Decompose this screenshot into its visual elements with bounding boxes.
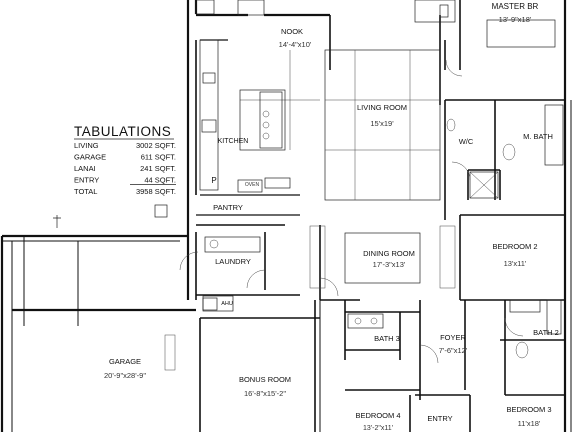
room-name-bedroom-3: BEDROOM 3 (506, 405, 551, 414)
tabulation-label: GARAGE (74, 153, 106, 162)
room-dim-dining-room: 17'-3"x13' (373, 260, 406, 269)
tabulation-value: 241 SQFT. (140, 164, 176, 173)
tabulation-value: 3002 SQFT. (136, 141, 176, 150)
room-name-dining-room: DINING ROOM (363, 249, 415, 258)
room-name-kitchen: KITCHEN (218, 138, 249, 145)
room-name-entry: ENTRY (427, 414, 452, 423)
room-dim-foyer: 7'-6"x12' (439, 346, 468, 355)
room-name-garage: GARAGE (109, 357, 141, 366)
room-name-bath-3: BATH 3 (374, 334, 400, 343)
label-ahu: AHU (221, 301, 233, 307)
room-name-bedroom-2: BEDROOM 2 (492, 242, 537, 251)
room-dim-garage: 20'-9"x28'-9" (104, 371, 146, 380)
label-oven: OVEN (245, 182, 260, 188)
room-name-wic: W/C (459, 137, 474, 146)
room-name-bedroom-4: BEDROOM 4 (355, 411, 400, 420)
room-name-m-bath: M. BATH (523, 132, 553, 141)
room-labels: MASTER BR 13'-9"x18' NOOK 14'-4"x10' LIV… (104, 2, 559, 432)
room-dim-bedroom-2: 13'x11' (504, 259, 527, 268)
tabulation-value: 44 SQFT. (144, 176, 176, 185)
room-dim-bonus-room: 16'-8"x15'-2" (244, 389, 286, 398)
tabulation-label: TOTAL (74, 187, 97, 196)
tabulation-label: LANAI (74, 164, 96, 173)
room-name-pantry: PANTRY (213, 203, 243, 212)
tabulation-value: 3958 SQFT. (136, 187, 176, 196)
tabulation-label: ENTRY (74, 176, 99, 185)
room-name-pantry-p: P (211, 176, 216, 185)
room-name-living-room: LIVING ROOM (357, 103, 407, 112)
room-dim-nook: 14'-4"x10' (279, 40, 312, 49)
tabulation-label: LIVING (74, 141, 99, 150)
tabulations-title: TABULATIONS (74, 124, 171, 139)
tabulation-value: 611 SQFT. (141, 153, 176, 162)
interior-walls (195, 0, 565, 432)
room-name-nook: NOOK (281, 27, 303, 36)
tabulations-block: TABULATIONS LIVING 3002 SQFT. GARAGE 611 SQ… (74, 124, 176, 196)
room-dim-bedroom-4: 13'-2"x11' (363, 425, 393, 432)
room-dim-master-br: 13'-9"x18' (499, 15, 532, 24)
room-dim-bedroom-3: 11'x18' (518, 419, 541, 428)
room-name-bath-2: BATH 2 (533, 328, 559, 337)
fixtures (53, 0, 564, 371)
room-name-master-br: MASTER BR (492, 2, 539, 11)
room-name-laundry: LAUNDRY (215, 257, 251, 266)
room-name-foyer: FOYER (440, 333, 466, 342)
room-dim-living-room: 15'x19' (370, 119, 394, 128)
room-name-bonus-room: BONUS ROOM (239, 375, 291, 384)
